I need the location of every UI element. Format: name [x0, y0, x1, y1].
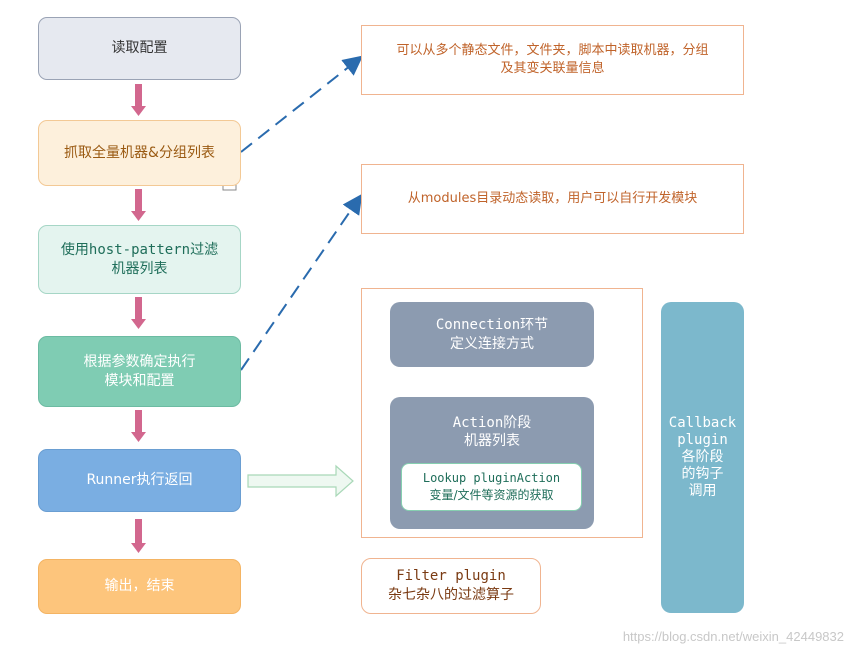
callback-plugin-line1: Callback: [668, 415, 737, 431]
flow-step-fetch-hosts-label: 抓取全量机器&分组列表: [64, 144, 215, 161]
flow-arrow-3: [131, 297, 146, 329]
flow-step-read-config-label: 读取配置: [111, 40, 168, 56]
filter-plugin: Filter plugin 杂七杂八的过滤算子: [361, 558, 541, 614]
flow-arrows: [131, 84, 146, 553]
note-inventory-sources-line2: 及其变关联量信息: [500, 61, 605, 76]
note-modules-text: 从modules目录动态读取，用户可以自行开发模块: [407, 191, 698, 206]
flow-step-runner: Runner执行返回: [38, 449, 241, 512]
callback-plugin-line3: 各阶段: [681, 449, 724, 465]
flow-step-determine-module-line1: 根据参数确定执行: [83, 353, 196, 370]
filter-plugin-line1: Filter plugin: [396, 568, 506, 584]
flow-step-read-config: 读取配置: [38, 17, 241, 80]
flow-step-determine-module-line2: 模块和配置: [104, 372, 175, 389]
callback-plugin-line5: 调用: [688, 483, 717, 499]
flow-step-fetch-hosts: 抓取全量机器&分组列表: [38, 120, 241, 186]
lookup-plugin: Lookup pluginAction 变量/文件等资源的获取: [401, 463, 582, 511]
action-stage-line1: Action阶段: [452, 415, 532, 431]
lookup-plugin-line1: Lookup pluginAction: [422, 471, 561, 485]
flow-step-host-pattern-line2: 机器列表: [111, 260, 168, 277]
filter-plugin-line2: 杂七杂八的过滤算子: [388, 587, 514, 603]
watermark: https://blog.csdn.net/weixin_42449832: [622, 629, 844, 644]
flow-step-runner-label: Runner执行返回: [86, 472, 193, 488]
flow-step-output: 输出，结束: [38, 559, 241, 614]
connection-stage: Connection环节 定义连接方式: [390, 302, 594, 367]
flow-arrow-4: [131, 410, 146, 442]
action-stage-line2: 机器列表: [464, 433, 520, 449]
connection-stage-line2: 定义连接方式: [450, 335, 534, 352]
flow-step-output-label: 输出，结束: [104, 578, 175, 594]
note-inventory-sources-line1: 可以从多个静态文件，文件夹，脚本中读取机器，分组: [396, 43, 709, 58]
note-inventory-sources: 可以从多个静态文件，文件夹，脚本中读取机器，分组 及其变关联量信息: [361, 25, 744, 95]
runner-arrow: [247, 464, 354, 498]
lookup-plugin-line2: 变量/文件等资源的获取: [429, 488, 554, 502]
flow-arrow-1: [131, 84, 146, 116]
flow-arrow-2: [131, 189, 146, 221]
dashed-connector-2: [240, 193, 363, 371]
flow-step-host-pattern-line1: 使用host-pattern过滤: [60, 241, 219, 258]
flow-step-host-pattern: 使用host-pattern过滤 机器列表: [38, 225, 241, 294]
flow-arrow-5: [131, 519, 146, 553]
dashed-connector-1: [240, 55, 364, 153]
flow-step-determine-module: 根据参数确定执行 模块和配置: [38, 336, 241, 407]
callback-plugin-line4: 的钩子: [681, 466, 724, 482]
callback-plugin: Callback plugin 各阶段 的钩子 调用: [661, 302, 744, 613]
callback-plugin-line2: plugin: [677, 432, 728, 448]
note-modules: 从modules目录动态读取，用户可以自行开发模块: [361, 164, 744, 234]
connection-stage-line1: Connection环节: [435, 316, 549, 333]
